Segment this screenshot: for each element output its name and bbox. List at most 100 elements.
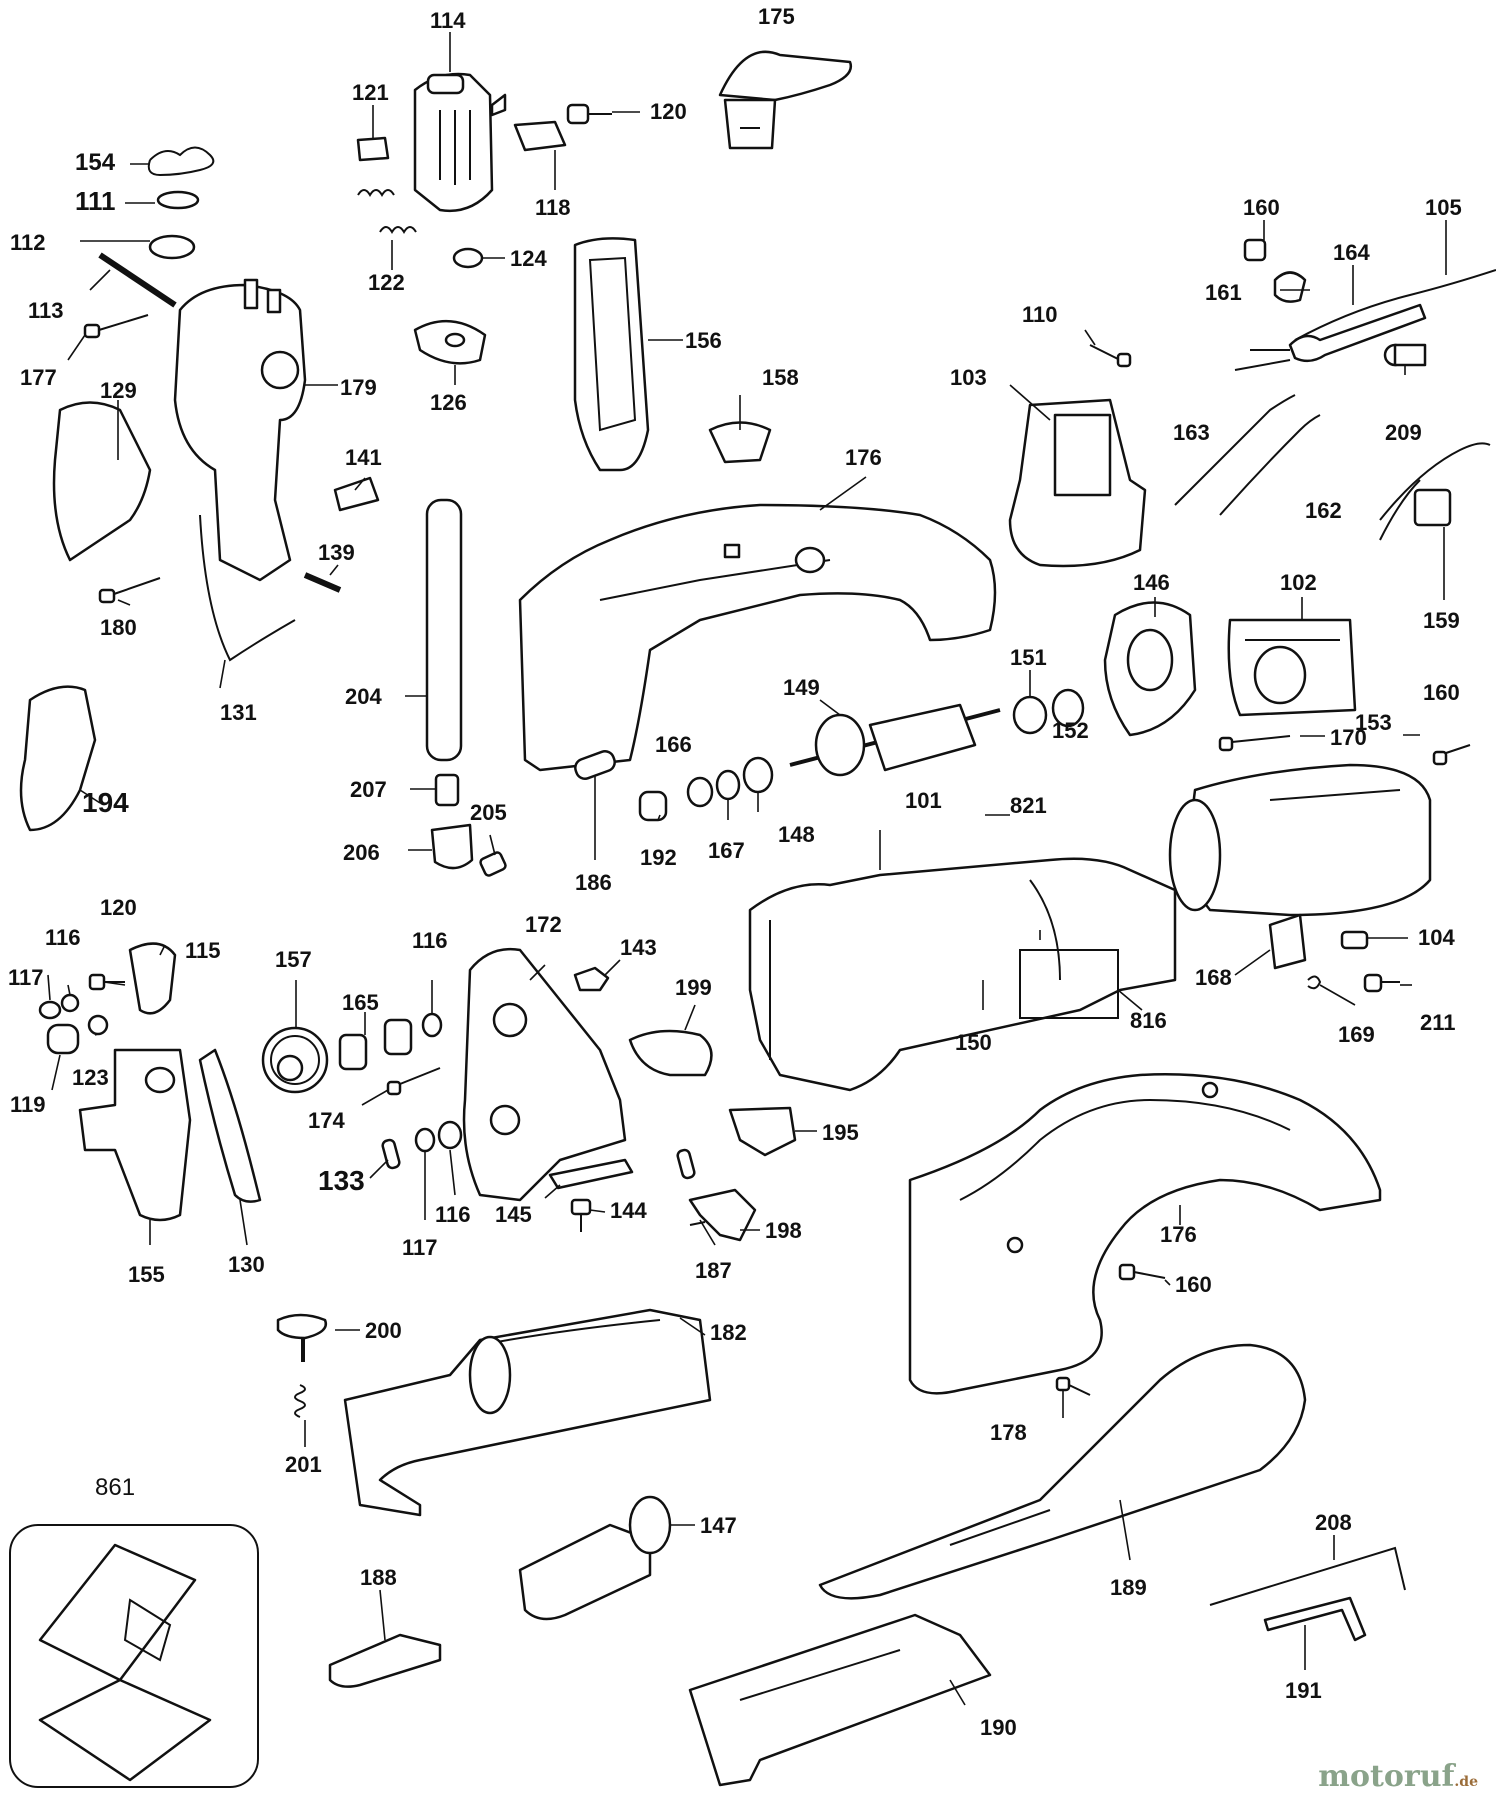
part-179-gear-housing bbox=[173, 278, 307, 582]
label-200: 200 bbox=[365, 1318, 402, 1343]
part-165-bearing-a bbox=[338, 1033, 368, 1071]
label-177: 177 bbox=[20, 365, 57, 390]
label-147: 147 bbox=[700, 1513, 737, 1538]
part-160-screw-top bbox=[1243, 238, 1267, 262]
part-139-pin bbox=[303, 572, 342, 593]
part-182-shoe bbox=[343, 1308, 712, 1517]
part-118-pad bbox=[513, 120, 567, 152]
part-115-eccentric bbox=[128, 942, 177, 1015]
part-116-washer-a bbox=[60, 993, 80, 1013]
part-117-washer-a bbox=[38, 1000, 62, 1020]
part-147-blade-clamp bbox=[518, 1495, 672, 1621]
label-151: 151 bbox=[1010, 645, 1047, 670]
watermark-logo: motoruf.de bbox=[1318, 1759, 1478, 1794]
label-160a: 160 bbox=[1243, 195, 1280, 220]
part-143-nut bbox=[573, 966, 610, 992]
label-111: 111 bbox=[75, 186, 116, 216]
label-155: 155 bbox=[128, 1262, 165, 1287]
part-154-wire-clip bbox=[147, 146, 215, 177]
part-162-wire bbox=[1219, 414, 1321, 516]
part-190-base-plate bbox=[688, 1613, 992, 1787]
part-174-screw bbox=[386, 1067, 441, 1096]
part-153-motor-cap bbox=[1168, 763, 1432, 917]
label-156: 156 bbox=[685, 328, 722, 353]
part-104-connector bbox=[1340, 930, 1369, 950]
part-180-screw bbox=[98, 577, 161, 604]
part-164-cord-sleeve bbox=[1234, 269, 1496, 371]
part-103-switch bbox=[1008, 398, 1147, 568]
part-176-housing-half bbox=[518, 503, 997, 772]
part-130-lever bbox=[198, 1048, 262, 1203]
part-151-bearing bbox=[1012, 695, 1048, 735]
part-152-bearing bbox=[1051, 688, 1085, 728]
label-124: 124 bbox=[510, 246, 547, 271]
label-816: 816 bbox=[1130, 1008, 1167, 1033]
part-112-bushing bbox=[148, 234, 196, 260]
label-162: 162 bbox=[1305, 498, 1342, 523]
part-145-strip bbox=[548, 1158, 634, 1190]
label-113: 113 bbox=[28, 298, 64, 323]
label-161: 161 bbox=[1205, 280, 1242, 305]
part-160-screw-bottom bbox=[1118, 1263, 1166, 1281]
label-172: 172 bbox=[525, 912, 562, 937]
label-176a: 176 bbox=[845, 445, 882, 470]
part-119-roller bbox=[46, 1023, 80, 1055]
label-191: 191 bbox=[1285, 1678, 1322, 1703]
label-118: 118 bbox=[535, 195, 571, 220]
part-199-roller bbox=[628, 1029, 713, 1077]
label-114: 114 bbox=[430, 8, 466, 33]
label-167: 167 bbox=[708, 838, 745, 863]
label-115: 115 bbox=[185, 938, 221, 963]
label-188: 188 bbox=[360, 1565, 397, 1590]
part-141-block bbox=[333, 476, 380, 512]
label-117b: 117 bbox=[402, 1235, 438, 1260]
part-110-screw bbox=[1089, 344, 1132, 368]
part-165-bearing-b bbox=[383, 1018, 413, 1056]
part-117-washer-b bbox=[414, 1127, 436, 1153]
part-120-screw-top bbox=[566, 103, 612, 125]
part-101-armature bbox=[789, 703, 1001, 777]
part-178-screw bbox=[1055, 1376, 1091, 1396]
label-121: 121 bbox=[352, 80, 389, 105]
part-122-spring-b bbox=[379, 226, 417, 234]
label-211: 211 bbox=[1420, 1010, 1456, 1035]
label-123: 123 bbox=[72, 1065, 109, 1090]
label-209: 209 bbox=[1385, 420, 1422, 445]
label-160c: 160 bbox=[1175, 1272, 1212, 1297]
part-187-pin bbox=[676, 1148, 696, 1180]
part-114-plunger-housing bbox=[413, 72, 507, 213]
label-186: 186 bbox=[575, 870, 612, 895]
label-160b: 160 bbox=[1423, 680, 1460, 705]
label-119: 119 bbox=[10, 1092, 46, 1117]
label-116b: 116 bbox=[412, 928, 448, 953]
part-198-lever bbox=[688, 1188, 757, 1242]
label-180: 180 bbox=[100, 615, 137, 640]
label-204: 204 bbox=[345, 684, 382, 709]
label-131: 131 bbox=[220, 700, 257, 725]
part-148-bearing bbox=[742, 756, 774, 794]
part-111-washer bbox=[156, 190, 200, 210]
part-102-stator bbox=[1227, 618, 1357, 717]
part-194-bracket bbox=[19, 685, 97, 832]
part-168-brush-plate bbox=[1268, 913, 1307, 970]
label-164: 164 bbox=[1333, 240, 1370, 265]
part-122-spring-a bbox=[357, 189, 395, 197]
label-153: 153 bbox=[1355, 710, 1392, 735]
label-101: 101 bbox=[905, 788, 942, 813]
part-861-carry-case bbox=[9, 1524, 259, 1788]
label-116a: 116 bbox=[45, 925, 81, 950]
label-154: 154 bbox=[75, 149, 116, 176]
label-163: 163 bbox=[1173, 420, 1210, 445]
part-159-capacitor bbox=[1379, 442, 1491, 541]
label-104: 104 bbox=[1418, 925, 1455, 950]
label-194: 194 bbox=[82, 787, 129, 818]
label-152: 152 bbox=[1052, 718, 1089, 743]
part-209-connector bbox=[1383, 343, 1427, 367]
part-170-screw bbox=[1218, 735, 1291, 752]
part-169-spring bbox=[1307, 975, 1322, 990]
part-166-washer bbox=[686, 776, 714, 808]
watermark-suffix: .de bbox=[1454, 1774, 1478, 1790]
part-116-washer-b bbox=[421, 1012, 443, 1038]
